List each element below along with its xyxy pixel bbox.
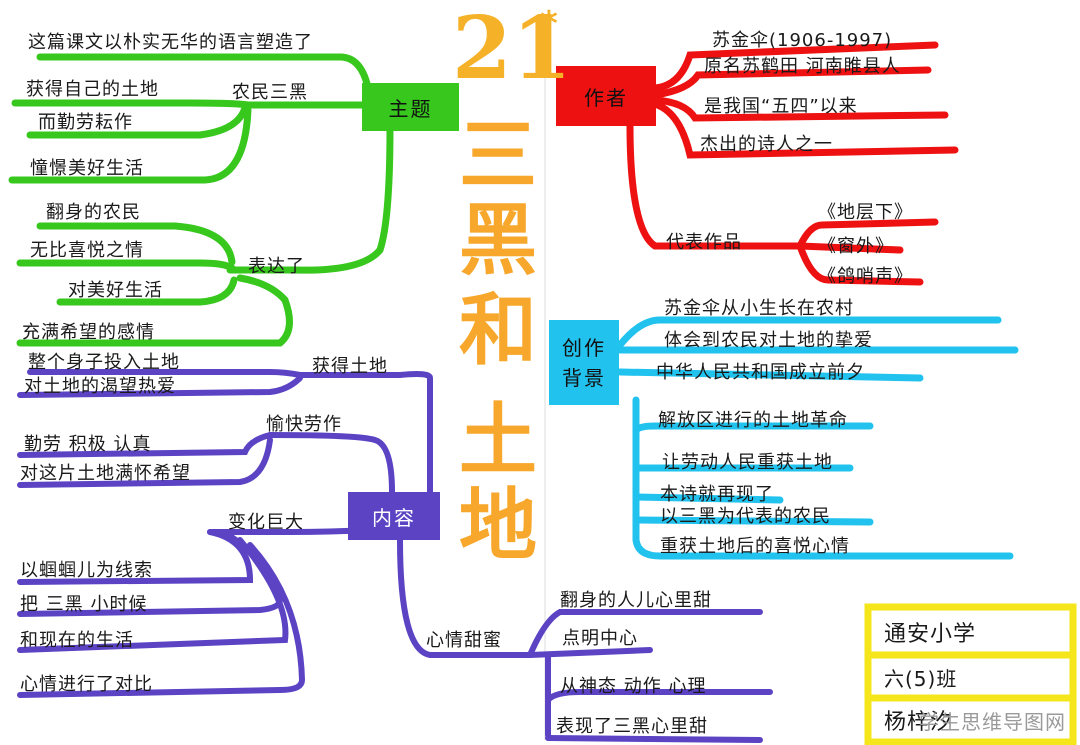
background-item-8: 重获土地后的喜悦心情: [660, 536, 850, 557]
background-item-1: 苏金伞从小生长在农村: [664, 298, 854, 319]
background-item-3: 中华人民共和国成立前夕: [656, 362, 865, 383]
author-work-2: 《窗外》: [818, 236, 894, 257]
info-class: 六(5)班: [884, 667, 958, 691]
mood-item-2: 点明中心: [562, 628, 638, 649]
background-item-5: 让劳动人民重获土地: [662, 452, 833, 473]
info-frame: [864, 603, 1077, 745]
author-branch-lines: [626, 41, 959, 286]
content-node: 内容: [372, 505, 416, 530]
info-school: 通安小学: [884, 622, 977, 647]
background-node-line-2: 背景: [562, 365, 606, 390]
content-change-label: 变化巨大: [228, 512, 304, 533]
express-item-3: 对美好生活: [68, 280, 163, 301]
author-work-3: 《鸽哨声》: [818, 266, 913, 287]
theme-node: 主题: [388, 96, 433, 121]
theme-branch-lines: [8, 53, 394, 347]
content-branch-lines: [17, 369, 773, 743]
author-works-label: 代表作品: [666, 232, 742, 253]
background-node: 创作 背景: [549, 320, 619, 405]
title-char-1: 三: [458, 111, 537, 201]
background-node-box: [549, 320, 619, 405]
author-node: 作者: [584, 85, 628, 110]
change-item-2: 把 三黑 小时候: [20, 594, 148, 615]
watermark: 学生思维导图网: [919, 710, 1066, 734]
peasant-item-2: 而勤劳耘作: [38, 112, 133, 133]
theme-peasants-label: 农民三黑: [232, 82, 308, 103]
background-item-6: 本诗就再现了: [660, 484, 774, 505]
author-node-box: [556, 66, 656, 126]
change-item-3: 和现在的生活: [20, 630, 134, 651]
title-char-5: 地: [458, 481, 537, 571]
happy-work-item-1: 勤劳 积极 认真: [24, 434, 152, 455]
theme-express-label: 表达了: [248, 256, 305, 277]
get-land-item-2: 对土地的渴望热爱: [24, 376, 176, 397]
author-line-3: 是我国“五四”以来: [704, 96, 858, 117]
background-branch-lines: [616, 316, 1019, 560]
mood-item-1: 翻身的人儿心里甜: [560, 590, 712, 611]
author-work-1: 《地层下》: [818, 202, 913, 223]
author-line-4: 杰出的诗人之一: [700, 134, 833, 155]
background-item-2: 体会到农民对土地的挚爱: [664, 330, 873, 351]
background-item-4: 解放区进行的土地革命: [658, 410, 848, 431]
title-char-3: 和: [458, 286, 537, 376]
theme-intro-text: 这篇课文以朴实无华的语言塑造了: [28, 32, 313, 53]
background-item-7: 以三黑为代表的农民: [660, 506, 831, 527]
mood-item-3: 从神态 动作 心理: [560, 676, 707, 697]
info-student: 杨梓汐: [884, 710, 954, 735]
change-item-1: 以蝈蝈儿为线索: [20, 560, 153, 581]
mood-item-4: 表现了三黑心里甜: [556, 716, 708, 737]
background-node-line-1: 创作: [562, 335, 606, 360]
theme-node-box: [362, 83, 459, 131]
get-land-item-1: 整个身子投入土地: [28, 352, 180, 373]
content-happy-work-label: 愉快劳作: [266, 414, 342, 435]
express-item-2: 无比喜悦之情: [30, 240, 144, 261]
content-get-land-label: 获得土地: [312, 356, 388, 377]
express-item-4: 充满希望的感情: [22, 322, 155, 343]
content-mood-label: 心情甜蜜: [426, 630, 502, 651]
content-node-box: [348, 492, 440, 540]
peasant-item-3: 憧憬美好生活: [30, 158, 144, 179]
author-line-1: 苏金伞(1906-1997): [712, 30, 893, 51]
peasant-item-1: 获得自己的土地: [26, 79, 159, 100]
happy-work-item-2: 对这片土地满怀希望: [20, 463, 191, 484]
lesson-star-mark: *: [540, 4, 558, 44]
title-char-4: 土: [458, 396, 537, 486]
change-item-4: 心情进行了对比: [20, 674, 153, 695]
lesson-number: 21: [452, 0, 572, 99]
author-line-2: 原名苏鹤田 河南睢县人: [704, 56, 901, 77]
title-char-2: 黑: [458, 196, 537, 286]
express-item-1: 翻身的农民: [46, 202, 141, 223]
